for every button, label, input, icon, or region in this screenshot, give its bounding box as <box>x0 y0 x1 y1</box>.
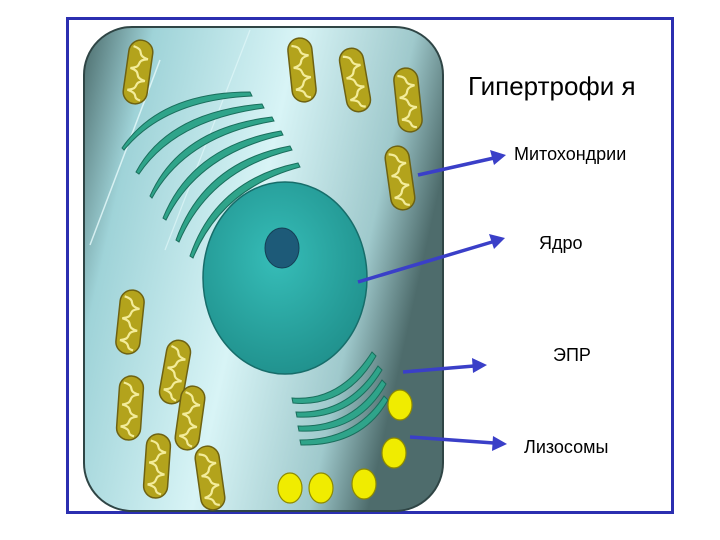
er-top <box>121 91 301 259</box>
page-title: Гипертрофи я <box>468 71 636 101</box>
label-lysosomes: Лизосомы <box>524 437 609 457</box>
arrow-er <box>402 364 475 374</box>
lysosome <box>308 472 334 504</box>
diagram-frame <box>66 17 674 514</box>
label-er: ЭПР <box>553 345 591 365</box>
label-mitochondria: Митохондрии <box>514 144 627 164</box>
lysosome <box>277 472 303 504</box>
mitochondrion <box>141 432 173 500</box>
arrow-lysosomes <box>409 435 495 445</box>
lysosomes <box>277 389 413 504</box>
lysosome <box>387 389 413 421</box>
pointer-arrows <box>357 150 507 451</box>
nucleolus <box>264 227 300 269</box>
label-nucleus: Ядро <box>539 233 583 253</box>
arrow-nucleus <box>357 240 493 284</box>
glare-line <box>89 59 161 246</box>
lysosome <box>351 468 377 500</box>
mitochondrion <box>114 374 146 442</box>
er-bottom <box>291 351 389 446</box>
arrow-mitochondria <box>417 156 495 177</box>
lysosome <box>381 437 407 469</box>
nucleus <box>202 181 368 375</box>
